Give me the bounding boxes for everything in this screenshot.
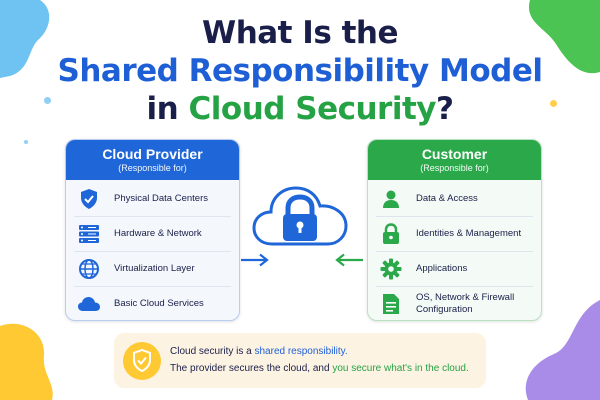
customer-subheading: (Responsible for) bbox=[420, 163, 489, 173]
banner-line-1: Cloud security is a shared responsibilit… bbox=[170, 346, 348, 357]
provider-item-virtualization-layer: Virtualization Layer bbox=[74, 252, 231, 287]
decorative-blob-bottom-right bbox=[525, 300, 600, 400]
banner-highlight: shared responsibility. bbox=[254, 346, 348, 357]
summary-banner: Cloud security is a shared responsibilit… bbox=[114, 333, 486, 388]
banner-text: The provider secures the cloud, and bbox=[170, 363, 333, 374]
customer-item-label: Data & Access bbox=[416, 193, 478, 204]
provider-item-label: Hardware & Network bbox=[114, 228, 202, 239]
shield-check-icon bbox=[123, 342, 161, 380]
cloud-lock-icon bbox=[252, 186, 348, 246]
provider-item-basic-cloud-services: Basic Cloud Services bbox=[74, 287, 231, 320]
page-title-line-2: Shared Responsibility Model bbox=[57, 53, 543, 89]
customer-item-data-access: Data & Access bbox=[376, 182, 533, 217]
customer-item-identities-management: Identities & Management bbox=[376, 217, 533, 252]
cloud-provider-panel: Cloud Provider (Responsible for) Physica… bbox=[65, 139, 240, 321]
banner-line-2: The provider secures the cloud, and you … bbox=[170, 363, 469, 374]
provider-item-label: Virtualization Layer bbox=[114, 263, 195, 274]
decorative-dot bbox=[24, 140, 28, 144]
title-prefix: in bbox=[146, 91, 189, 127]
cloud-provider-heading: Cloud Provider bbox=[102, 146, 203, 162]
page-title-line-3: in Cloud Security? bbox=[0, 91, 600, 127]
banner-highlight: you secure what's in the cloud. bbox=[332, 363, 469, 374]
customer-item-label: OS, Network & Firewall Configuration bbox=[416, 292, 515, 315]
gear-icon bbox=[378, 256, 404, 282]
customer-item-os-network-firewall: OS, Network & Firewall Configuration bbox=[376, 287, 533, 320]
customer-header: Customer (Responsible for) bbox=[368, 140, 541, 180]
title-highlight: Cloud Security bbox=[188, 91, 437, 127]
customer-heading: Customer bbox=[421, 146, 488, 162]
provider-item-physical-data-centers: Physical Data Centers bbox=[74, 182, 231, 217]
arrow-left-icon bbox=[335, 253, 363, 267]
provider-item-label: Basic Cloud Services bbox=[114, 298, 204, 309]
server-icon bbox=[76, 221, 102, 247]
decorative-blob-top-right bbox=[528, 0, 600, 74]
decorative-dot bbox=[550, 100, 557, 107]
provider-item-hardware-network: Hardware & Network bbox=[74, 217, 231, 252]
page-title-line-1: What Is the bbox=[202, 15, 399, 51]
cloud-provider-subheading: (Responsible for) bbox=[118, 163, 187, 173]
lock-icon bbox=[378, 221, 404, 247]
user-icon bbox=[378, 186, 404, 212]
cloud-provider-header: Cloud Provider (Responsible for) bbox=[66, 140, 239, 180]
provider-item-label: Physical Data Centers bbox=[114, 193, 208, 204]
customer-item-applications: Applications bbox=[376, 252, 533, 287]
banner-text: Cloud security is a bbox=[170, 346, 255, 357]
arrow-right-icon bbox=[241, 253, 269, 267]
customer-item-label: Applications bbox=[416, 263, 468, 274]
decorative-dot bbox=[44, 97, 51, 104]
shield-check-icon bbox=[76, 186, 102, 212]
title-suffix: ? bbox=[435, 91, 454, 127]
globe-icon bbox=[76, 256, 102, 282]
customer-item-label: Identities & Management bbox=[416, 228, 522, 239]
decorative-blob-top-left bbox=[0, 0, 50, 78]
document-icon bbox=[378, 291, 404, 317]
decorative-blob-bottom-left bbox=[0, 323, 53, 400]
customer-panel: Customer (Responsible for) Data & Access… bbox=[367, 139, 542, 321]
cloud-icon bbox=[76, 291, 102, 317]
